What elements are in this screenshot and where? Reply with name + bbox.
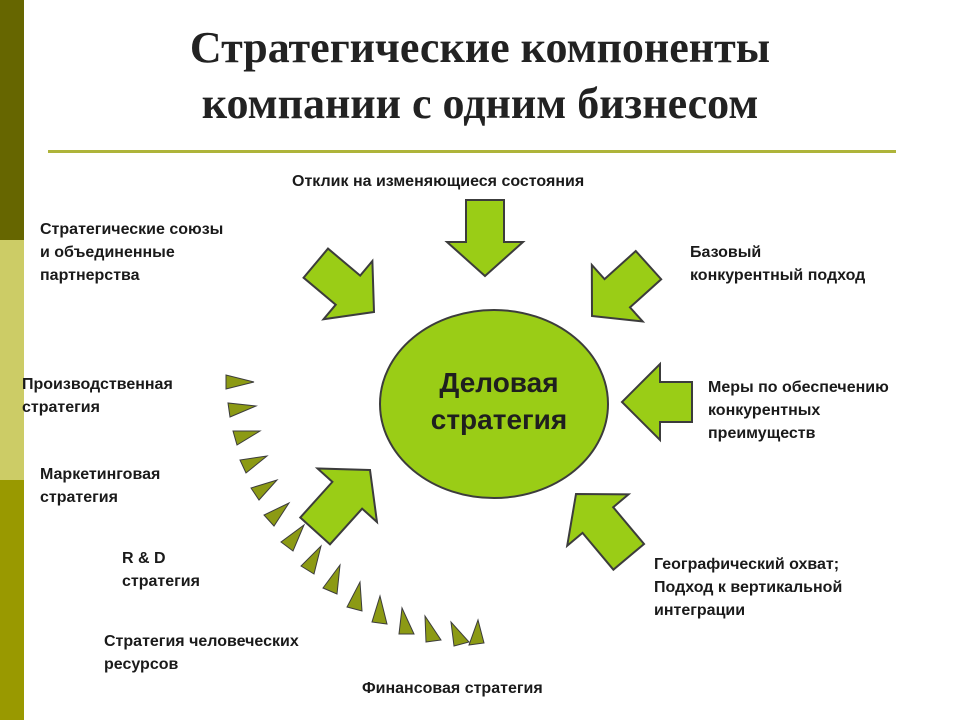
- label-competitive-measures: Меры по обеспечению конкурентных преимущ…: [708, 379, 889, 442]
- label-base-approach: Базовый конкурентный подход: [690, 244, 866, 284]
- small-arrow-marker: [468, 618, 485, 646]
- small-arrow-marker: [346, 580, 363, 612]
- slide-title-line-1: Стратегические компоненты: [189, 23, 771, 72]
- label-finance: Финансовая стратегия: [362, 680, 543, 697]
- business-strategy-label: Деловая стратегия: [382, 364, 616, 438]
- sidebar-top-band: [0, 0, 24, 240]
- center-line-2: стратегия: [430, 404, 568, 435]
- small-arrow-marker: [300, 544, 322, 575]
- arrow-from-top-left: [302, 247, 376, 321]
- arrow-from-bottom-right: [565, 492, 646, 572]
- small-arrow-marker: [263, 501, 291, 527]
- small-arrow-marker: [398, 606, 415, 635]
- arrow-from-bottom-left: [298, 467, 379, 546]
- arrow-from-top-right: [590, 249, 663, 323]
- label-rnd: R & D стратегия: [122, 550, 200, 590]
- label-hr: Стратегия человеческих ресурсов: [104, 633, 299, 673]
- title-underline: [48, 150, 896, 153]
- small-arrow-marker: [225, 374, 255, 390]
- sidebar-bottom-band: [0, 480, 24, 720]
- small-arrow-marker: [250, 478, 279, 501]
- label-production: Производственная стратегия: [22, 376, 173, 416]
- label-response: Отклик на изменяющиеся состояния: [292, 173, 585, 190]
- arrow-from-top: [444, 199, 526, 278]
- center-line-1: Деловая: [439, 367, 559, 398]
- arrow-from-right: [620, 361, 693, 443]
- small-arrow-marker: [227, 402, 258, 418]
- slide-title-line-2: компании с одним бизнесом: [201, 79, 759, 128]
- small-arrow-marker: [280, 523, 306, 552]
- slide-title: Стратегические компоненты компании с одн…: [40, 20, 920, 132]
- small-arrow-marker: [424, 614, 442, 643]
- small-arrow-marker: [239, 455, 269, 474]
- small-arrow-marker: [450, 620, 470, 647]
- sidebar-middle-band: [0, 240, 24, 480]
- label-marketing: Маркетинговая стратегия: [40, 466, 161, 506]
- functional-strategy-arc: [225, 374, 485, 647]
- label-alliances: Стратегические союзы и объединенные парт…: [40, 221, 224, 284]
- small-arrow-marker: [232, 430, 262, 446]
- label-geographic: Географический охват; Подход к вертикаль…: [654, 556, 843, 619]
- slide-sidebar: [0, 0, 24, 720]
- small-arrow-marker: [371, 594, 388, 625]
- small-arrow-marker: [322, 563, 341, 595]
- business-strategy-ellipse: [379, 309, 609, 499]
